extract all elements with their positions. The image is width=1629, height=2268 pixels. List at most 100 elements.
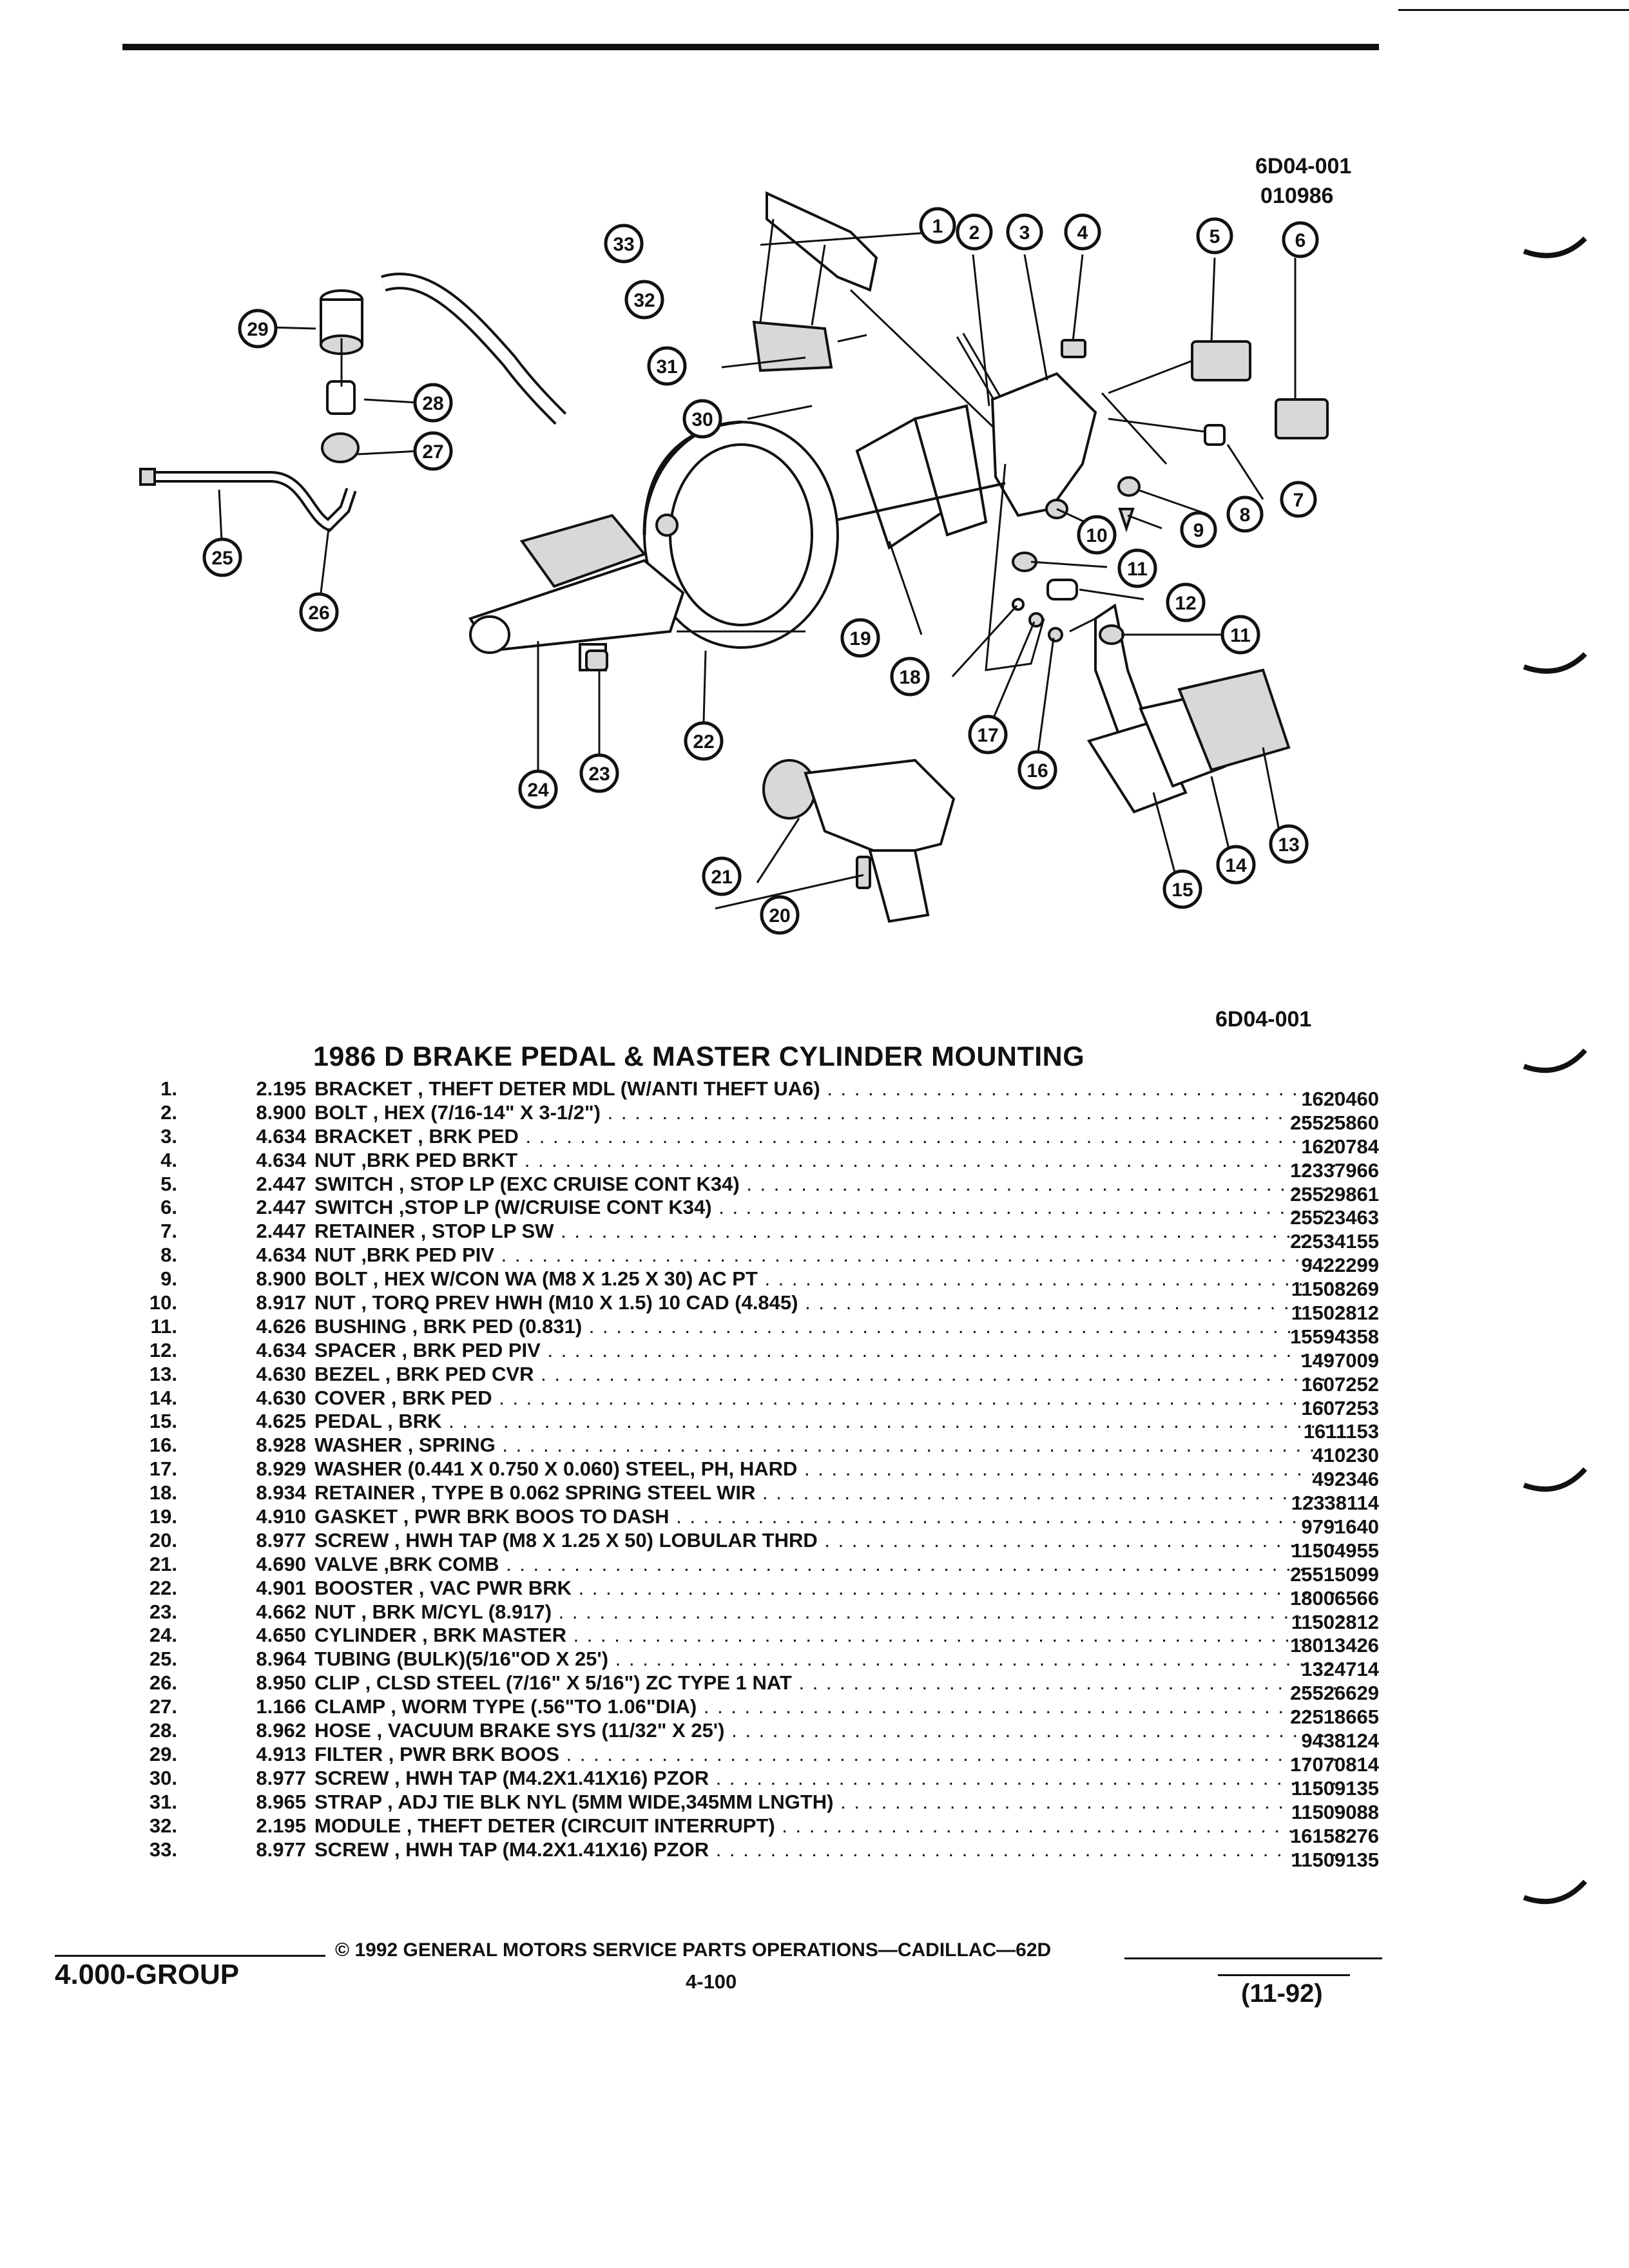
callout-23: 23 (579, 753, 619, 793)
dot-leader: . . . . . . . . . . . . . . . . . . . . … (764, 1267, 1345, 1291)
part-number: 11504955 (1291, 1539, 1379, 1562)
dot-leader: . . . . . . . . . . . . . . . . . . . . … (607, 1100, 1345, 1124)
stop-lamp-switch-cruise-part (1275, 398, 1329, 439)
edge-mark-1 (1523, 236, 1587, 258)
footer-page-number: 4-100 (686, 1970, 737, 1993)
group-number: 8.917 (256, 1291, 306, 1314)
svg-text:12: 12 (1175, 593, 1196, 614)
dot-leader: . . . . . . . . . . . . . . . . . . . . … (448, 1410, 1345, 1433)
item-number: 32. (149, 1814, 177, 1837)
part-description: RETAINER , TYPE B 0.062 SPRING STEEL WIR… (314, 1481, 1345, 1504)
dot-leader: . . . . . . . . . . . . . . . . . . . . … (501, 1244, 1345, 1267)
part-number: 16158276 (1290, 1824, 1379, 1847)
dot-leader: . . . . . . . . . . . . . . . . . . . . … (703, 1695, 1345, 1718)
washer-part (1028, 612, 1044, 628)
group-number: 8.928 (256, 1434, 306, 1457)
item-number: 24. (149, 1624, 177, 1647)
dot-leader: . . . . . . . . . . . . . . . . . . . . … (566, 1742, 1345, 1765)
part-description: BRACKET , BRK PED . . . . . . . . . . . … (314, 1125, 1345, 1148)
part-number: 11509088 (1291, 1800, 1379, 1823)
item-number: 13. (149, 1362, 177, 1385)
part-description: WASHER (0.441 X 0.750 X 0.060) STEEL, PH… (314, 1457, 1345, 1481)
item-number: 18. (149, 1481, 177, 1504)
part-description: VALVE ,BRK COMB . . . . . . . . . . . . … (314, 1553, 1345, 1576)
group-number: 4.662 (256, 1600, 306, 1623)
spacer-part (1046, 579, 1078, 601)
dot-leader: . . . . . . . . . . . . . . . . . . . . … (827, 1077, 1345, 1100)
callout-16: 16 (1017, 750, 1057, 790)
callout-33: 33 (604, 224, 644, 264)
part-number: 25526629 (1290, 1682, 1379, 1705)
callout-17: 17 (968, 715, 1008, 754)
part-number: 9438124 (1301, 1729, 1379, 1753)
callout-11b: 11 (1220, 615, 1260, 655)
group-number: 2.195 (256, 1814, 306, 1837)
theft-deter-module-part (752, 320, 833, 372)
group-number: 8.977 (256, 1766, 306, 1789)
part-description: BOLT , HEX (7/16-14" X 3-1/2") . . . . .… (314, 1101, 1345, 1124)
svg-text:21: 21 (711, 867, 732, 888)
spring-washer-part (1048, 627, 1063, 642)
part-number: 11508269 (1291, 1278, 1379, 1301)
exploded-parts-diagram: 1 2 3 4 5 6 7 8 9 10 11 11 12 13 14 15 1… (139, 191, 1329, 935)
dot-leader: . . . . . . . . . . . . . . . . . . . . … (558, 1600, 1345, 1623)
item-number: 19. (149, 1505, 177, 1528)
part-number: 22518665 (1290, 1706, 1379, 1729)
item-number: 9. (160, 1267, 177, 1291)
mounting-plate-part (913, 404, 988, 537)
group-number: 4.650 (256, 1624, 306, 1647)
part-description: STRAP , ADJ TIE BLK NYL (5MM WIDE,345MM … (314, 1791, 1345, 1814)
part-number: 1620460 (1301, 1088, 1379, 1110)
footer-group: 4.000-GROUP (55, 1959, 240, 1990)
callout-15: 15 (1162, 869, 1202, 909)
bracket-nut-part (1061, 339, 1086, 358)
svg-text:15: 15 (1171, 879, 1193, 901)
part-description: PEDAL , BRK . . . . . . . . . . . . . . … (314, 1410, 1345, 1433)
group-number: 4.690 (256, 1552, 306, 1575)
part-description: SWITCH , STOP LP (EXC CRUISE CONT K34) .… (314, 1173, 1345, 1196)
part-description: SCREW , HWH TAP (M8 X 1.25 X 50) LOBULAR… (314, 1529, 1345, 1552)
item-number: 2. (160, 1100, 177, 1124)
callout-11a: 11 (1117, 548, 1157, 588)
part-number: 11502812 (1291, 1302, 1379, 1325)
item-number: 29. (149, 1742, 177, 1765)
part-description: BOOSTER , VAC PWR BRK . . . . . . . . . … (314, 1577, 1345, 1600)
dot-leader: . . . . . . . . . . . . . . . . . . . . … (731, 1719, 1345, 1742)
part-description: WASHER , SPRING . . . . . . . . . . . . … (314, 1434, 1345, 1457)
callout-18: 18 (890, 657, 930, 697)
part-description: BOLT , HEX W/CON WA (M8 X 1.25 X 30) AC … (314, 1267, 1345, 1291)
group-number: 4.626 (256, 1314, 306, 1338)
group-number: 8.900 (256, 1100, 306, 1124)
part-description: CLAMP , WORM TYPE (.56"TO 1.06"DIA) . . … (314, 1695, 1345, 1718)
item-number: 27. (149, 1695, 177, 1718)
item-number: 23. (149, 1600, 177, 1623)
callout-10: 10 (1077, 515, 1117, 555)
group-number: 8.962 (256, 1719, 306, 1742)
footer-date: (11-92) (1241, 1979, 1323, 2008)
callout-20: 20 (760, 895, 800, 935)
part-number: 25529861 (1290, 1182, 1379, 1206)
item-number: 14. (149, 1386, 177, 1409)
svg-text:9: 9 (1193, 520, 1204, 541)
part-description: BRACKET , THEFT DETER MDL (W/ANTI THEFT … (314, 1077, 1345, 1100)
item-number: 22. (149, 1576, 177, 1599)
pedal-bezel-part (1177, 668, 1291, 772)
group-number: 4.625 (256, 1410, 306, 1433)
group-number: 2.447 (256, 1220, 306, 1243)
part-number: 1607252 (1301, 1372, 1379, 1396)
part-number: 25525860 (1290, 1111, 1379, 1134)
callout-21: 21 (702, 856, 742, 896)
group-number: 8.965 (256, 1790, 306, 1813)
svg-text:29: 29 (247, 319, 268, 340)
